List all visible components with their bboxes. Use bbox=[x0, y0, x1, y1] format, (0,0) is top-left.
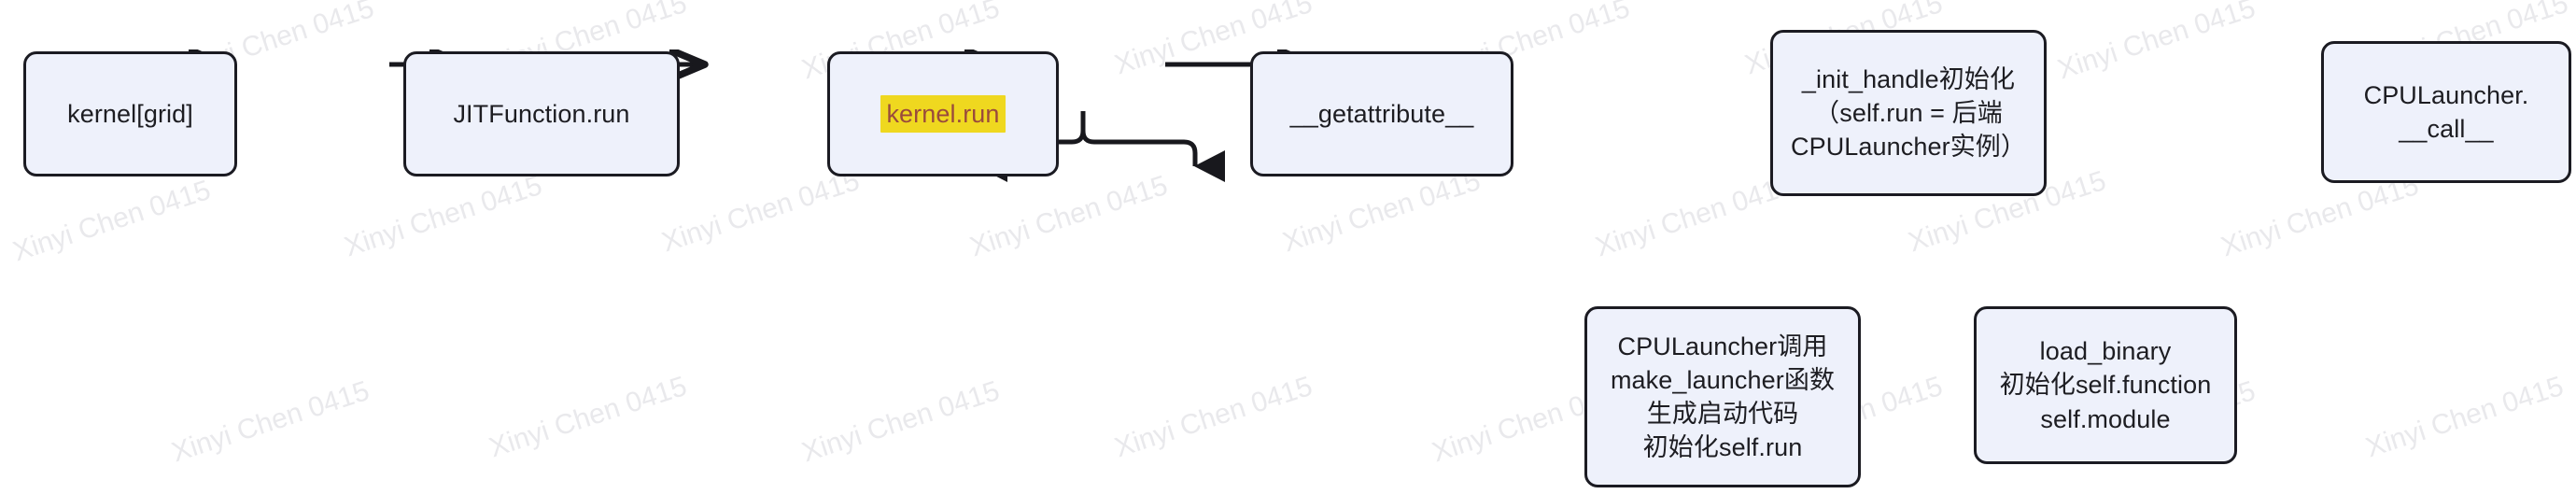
node-init-handle[interactable]: _init_handle初始化 （self.run = 后端 CPULaunch… bbox=[1770, 30, 2047, 196]
node-getattribute[interactable]: __getattribute__ bbox=[1250, 51, 1513, 176]
node-label: kernel[grid] bbox=[67, 99, 193, 128]
node-label: load_binary 初始化self.function self.module bbox=[1999, 337, 2212, 433]
node-load-binary[interactable]: load_binary 初始化self.function self.module bbox=[1974, 306, 2237, 464]
edge-inithandle-to-loadbinary bbox=[1080, 111, 1226, 182]
node-jitfunction-run[interactable]: JITFunction.run bbox=[403, 51, 680, 176]
node-label: CPULauncher调用 make_launcher函数 生成启动代码 初始化… bbox=[1610, 332, 1836, 462]
node-label: JITFunction.run bbox=[453, 99, 630, 128]
node-make-launcher[interactable]: CPULauncher调用 make_launcher函数 生成启动代码 初始化… bbox=[1584, 306, 1861, 487]
node-label: CPULauncher. __call__ bbox=[2363, 80, 2529, 143]
node-label: _init_handle初始化 （self.run = 后端 CPULaunch… bbox=[1791, 64, 2026, 162]
node-kernel-run[interactable]: kernel.run bbox=[827, 51, 1059, 176]
node-label: kernel.run bbox=[880, 94, 1006, 134]
node-kernel-grid[interactable]: kernel[grid] bbox=[23, 51, 237, 176]
node-label: __getattribute__ bbox=[1289, 99, 1474, 128]
node-cpulauncher-call[interactable]: CPULauncher. __call__ bbox=[2321, 41, 2571, 183]
